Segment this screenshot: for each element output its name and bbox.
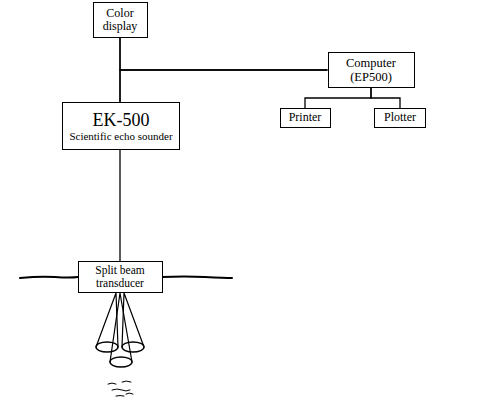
echo-sounder-box: EK-500Scientific echo sounder <box>62 102 180 150</box>
box-label: EK-500 <box>93 110 150 130</box>
connector-line <box>371 88 400 108</box>
plotter-box: Plotter <box>374 108 426 128</box>
box-label: Printer <box>289 111 322 124</box>
connector-line <box>120 70 328 102</box>
box-label: Split beam transducer <box>83 264 158 290</box>
connector-line <box>305 88 371 108</box>
water-surface <box>20 277 78 278</box>
box-label: Color display <box>98 7 143 34</box>
fish-echo <box>108 381 133 396</box>
transducer-box: Split beam transducer <box>78 261 163 293</box>
water-surface <box>162 277 232 279</box>
printer-box: Printer <box>280 108 331 128</box>
box-label: Plotter <box>384 111 416 124</box>
box-subtitle: Scientific echo sounder <box>69 130 172 142</box>
display-box: Color display <box>93 2 148 38</box>
beam-footprint <box>110 357 132 367</box>
connector-line <box>119 150 120 261</box>
beam-footprint <box>96 342 118 352</box>
beam-footprint <box>122 342 144 352</box>
box-label: Computer (EP500) <box>333 56 410 84</box>
beam-cone <box>110 293 132 362</box>
beam-cone <box>96 293 118 347</box>
computer-box: Computer (EP500) <box>328 52 415 88</box>
connector-line <box>120 38 328 70</box>
